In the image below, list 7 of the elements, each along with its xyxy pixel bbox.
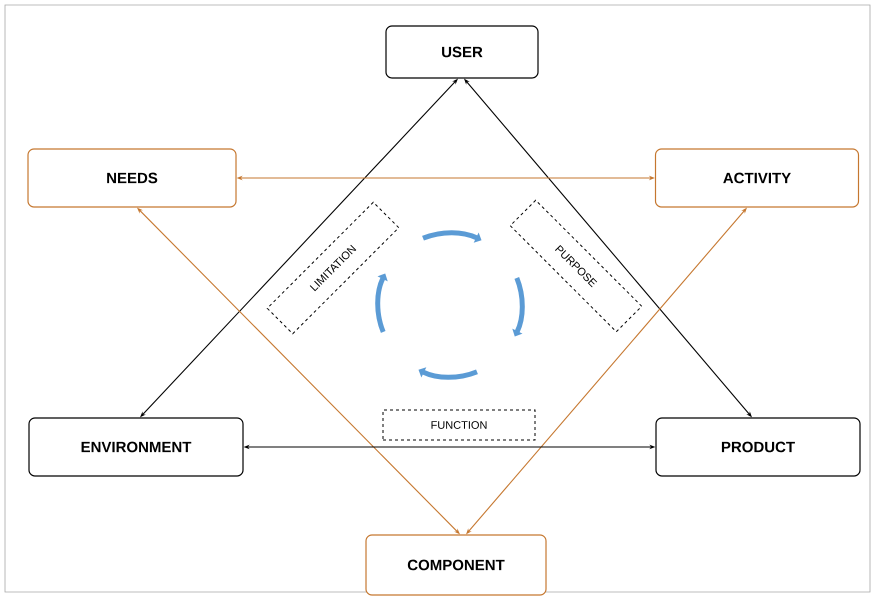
concept-box: ENVIRONMENT xyxy=(28,417,244,477)
concept-box: NEEDS xyxy=(27,148,237,208)
concept-box: ACTIVITY xyxy=(654,148,860,208)
concept-box: USER xyxy=(385,25,539,79)
dashed-label-box: FUNCTION xyxy=(382,410,536,440)
concept-box: PRODUCT xyxy=(655,417,861,477)
concept-box: COMPONENT xyxy=(365,534,547,596)
